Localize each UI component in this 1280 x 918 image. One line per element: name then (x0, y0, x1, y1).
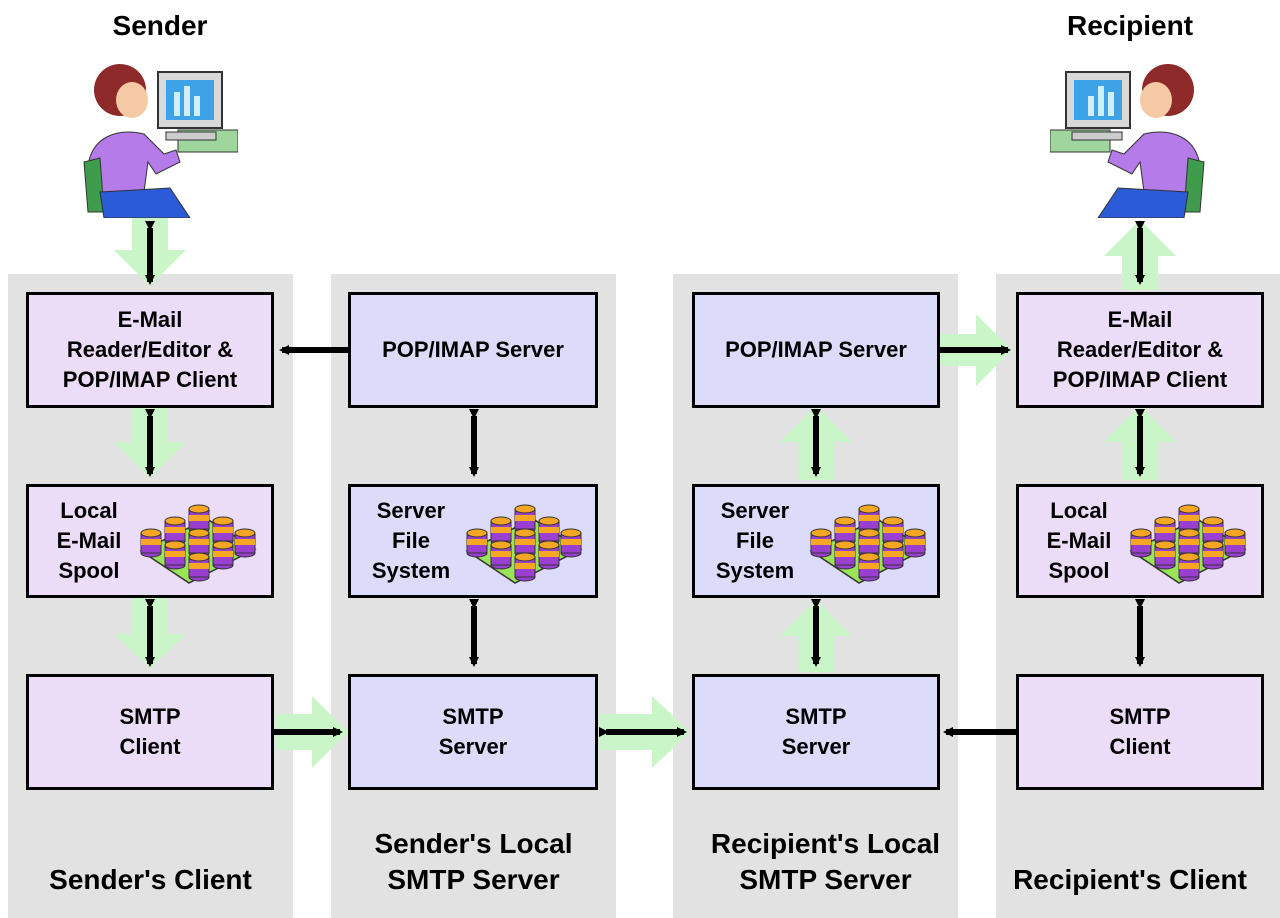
disk-icon (1178, 552, 1200, 582)
sender-smtp-client-box: SMTP Client (26, 674, 274, 790)
disk-icon (514, 552, 536, 582)
sender-smtp-server-box: SMTP Server (348, 674, 598, 790)
person-at-computer-icon (1050, 64, 1205, 218)
recipient-smtp-client-box: SMTP Client (1016, 674, 1264, 790)
person-at-computer-icon (83, 64, 238, 218)
disk-icon (1130, 528, 1152, 558)
disk-icon (1224, 528, 1246, 558)
recipient-email-reader-box: E-Mail Reader/Editor & POP/IMAP Client (1016, 292, 1264, 408)
disk-icon (466, 528, 488, 558)
column-title-senders-server: Sender's Local SMTP Server (374, 828, 573, 895)
column-title-recipients-server: Recipient's Local SMTP Server (710, 828, 941, 895)
box-label: E-Mail Reader/Editor & POP/IMAP Client (62, 307, 238, 392)
box-label: SMTP Server (438, 704, 508, 759)
recipient-server-file-system-box: Server File System (692, 484, 940, 598)
box-label: Local E-Mail Spool (1046, 498, 1112, 583)
disk-array-icon (809, 504, 927, 584)
box-label: POP/IMAP Server (382, 337, 564, 362)
disk-icon (164, 540, 186, 570)
sender-server-file-system-box: Server File System (348, 484, 598, 598)
box-label: Server File System (371, 498, 451, 583)
box-label: SMTP Client (119, 704, 181, 759)
disk-icon (234, 528, 256, 558)
disk-array-icon (139, 504, 257, 584)
recipient-title: Recipient (1066, 10, 1194, 41)
disk-icon (538, 540, 560, 570)
disk-array-icon (1129, 504, 1247, 584)
box-label: SMTP Server (781, 704, 851, 759)
disk-icon (904, 528, 926, 558)
disk-icon (1202, 516, 1224, 546)
box-label: E-Mail Reader/Editor & POP/IMAP Client (1052, 307, 1228, 392)
box-label: Server File System (715, 498, 795, 583)
disk-icon (188, 552, 210, 582)
box-label: SMTP Client (1109, 704, 1171, 759)
disk-icon (1202, 540, 1224, 570)
disk-icon (560, 528, 582, 558)
disk-icon (834, 540, 856, 570)
disk-icon (1154, 540, 1176, 570)
disk-icon (810, 528, 832, 558)
recipient-pop-imap-server-box: POP/IMAP Server (692, 292, 940, 408)
sender-title: Sender (112, 10, 208, 41)
sender-pop-imap-server-box: POP/IMAP Server (348, 292, 598, 408)
recipient-local-spool-box: Local E-Mail Spool (1016, 484, 1264, 598)
disk-array-icon (465, 504, 583, 584)
sender-email-reader-box: E-Mail Reader/Editor & POP/IMAP Client (26, 292, 274, 408)
disk-icon (212, 540, 234, 570)
disk-icon (140, 528, 162, 558)
connection-arrows (145, 221, 1145, 737)
column-title-recipients-client: Recipient's Client (1013, 864, 1247, 895)
recipient-smtp-server-box: SMTP Server (692, 674, 940, 790)
sender-local-spool-box: Local E-Mail Spool (26, 484, 274, 598)
column-title-senders-client: Sender's Client (49, 864, 252, 895)
box-label: Local E-Mail Spool (56, 498, 122, 583)
disk-icon (490, 540, 512, 570)
disk-icon (882, 540, 904, 570)
disk-icon (858, 552, 880, 582)
box-label: POP/IMAP Server (725, 337, 907, 362)
